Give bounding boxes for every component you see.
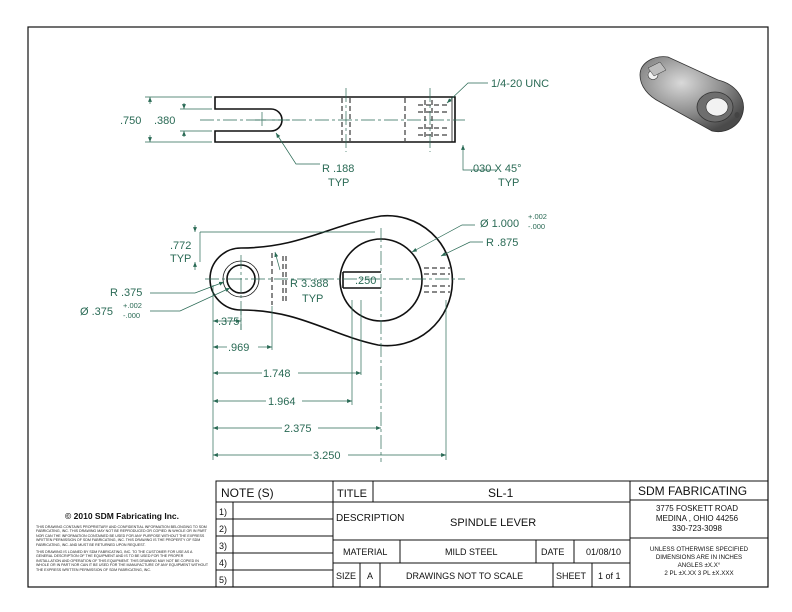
phone: 330-723-3098: [672, 524, 722, 533]
slot-width: .250: [355, 275, 376, 287]
bore-dia: Ø 1.000: [480, 218, 519, 230]
title-value: SL-1: [488, 486, 514, 500]
hole-offset: .375: [218, 316, 239, 328]
title-label: TITLE: [337, 488, 367, 500]
dim-2375: 2.375: [284, 423, 312, 435]
front-view: .772 TYP Ø 1.000 +.002 -.000 R .875 R 3.…: [80, 212, 547, 462]
scale-note: DRAWINGS NOT TO SCALE: [406, 571, 523, 581]
material-label: MATERIAL: [343, 547, 387, 557]
copyright-paragraph-1: THIS DRAWING CONTAINS PROPRIETARY AND CO…: [36, 525, 207, 547]
hole-tol-minus: -.000: [123, 311, 140, 320]
chamfer-callout: .030 X 45°: [470, 163, 522, 175]
sheet-label: SHEET: [556, 571, 587, 581]
title-block: NOTE (S) 1) 2) 3) 4) 5) TITLE SL-1 DESCR…: [215, 480, 769, 588]
date-value: 01/08/10: [586, 547, 621, 557]
radius-callout: R .188: [322, 163, 354, 175]
material-value: MILD STEEL: [445, 547, 498, 557]
chamfer-typ: TYP: [498, 177, 519, 189]
note-row-1: 1): [219, 507, 227, 517]
top-view: .750 .380 1/4-20 UNC R .188 TYP .030 X 4…: [120, 78, 549, 189]
offset-typ: TYP: [170, 253, 191, 265]
boss-radius: R .875: [486, 237, 518, 249]
slot-dim: .380: [154, 115, 175, 127]
end-radius: R .375: [110, 287, 142, 299]
copyright-heading: © 2010 SDM Fabricating Inc.: [65, 511, 179, 521]
dim-1964: 1.964: [268, 396, 296, 408]
note-row-3: 3): [219, 541, 227, 551]
address-line-2: MEDINA , OHIO 44256: [656, 514, 739, 523]
dim-1748: 1.748: [263, 368, 291, 380]
hole-dia: Ø .375: [80, 306, 113, 318]
dim-3250: 3.250: [313, 450, 341, 462]
offset-dim: .772: [170, 240, 191, 252]
note-row-2: 2): [219, 524, 227, 534]
description-value: SPINDLE LEVER: [450, 517, 536, 529]
description-label: DESCRIPTION: [336, 513, 404, 524]
copyright-paragraph-2: THIS DRAWING IS LOANED BY SDM FABRICATIN…: [36, 550, 208, 572]
bore-tol-plus: +.002: [528, 212, 547, 221]
hole-tol-plus: +.002: [123, 301, 142, 310]
height-dim: .750: [120, 115, 141, 127]
copyright-block: © 2010 SDM Fabricating Inc. THIS DRAWING…: [36, 511, 208, 572]
arc-radius: R 3.388: [290, 278, 329, 290]
notes-header: NOTE (S): [221, 486, 274, 500]
dim-969: .969: [228, 342, 249, 354]
tolerance-line-1: UNLESS OTHERWISE SPECIFIED: [650, 546, 749, 553]
arc-typ: TYP: [302, 293, 323, 305]
thread-callout: 1/4-20 UNC: [491, 78, 549, 90]
date-label: DATE: [541, 547, 564, 557]
address-line-1: 3775 FOSKETT ROAD: [656, 504, 738, 513]
note-row-4: 4): [219, 558, 227, 568]
note-row-5: 5): [219, 575, 227, 585]
sheet-value: 1 of 1: [598, 571, 621, 581]
tolerance-line-4: 2 PL ±X.XX 3 PL ±X.XXX: [664, 570, 733, 577]
bore-tol-minus: -.000: [528, 222, 545, 231]
tolerance-line-3: ANGLES ±X.X°: [678, 562, 721, 569]
size-label: SIZE: [336, 571, 356, 581]
size-value: A: [367, 571, 373, 581]
company-name: SDM FABRICATING: [638, 484, 747, 498]
tolerance-line-2: DIMENSIONS ARE IN INCHES: [656, 554, 742, 561]
isometric-render: [639, 56, 744, 133]
radius-typ: TYP: [328, 177, 349, 189]
